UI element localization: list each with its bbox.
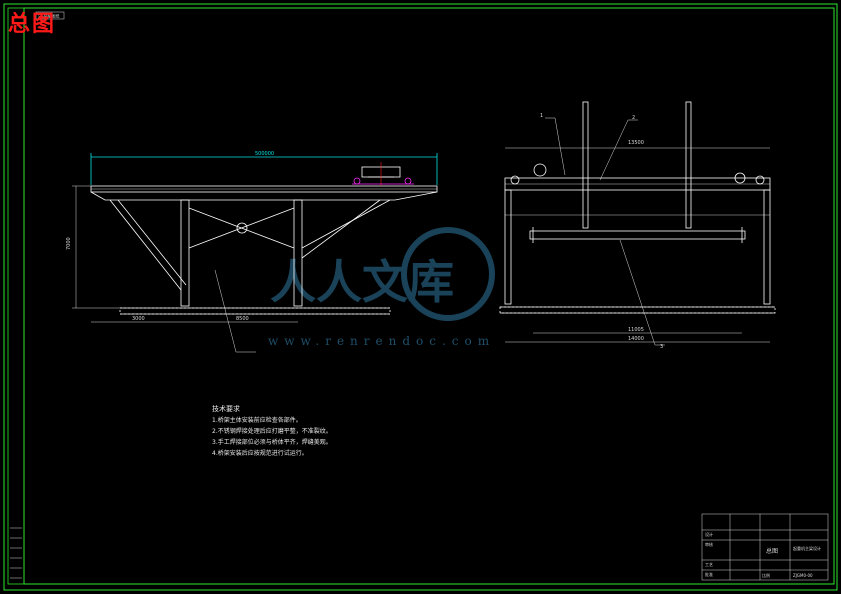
inner-span-label: 11005: [628, 327, 644, 333]
small-tag: 总-装配图纸: [38, 13, 59, 19]
column-right: [293, 199, 303, 307]
tech-note-3: 3.手工焊接部位必须与桥体平齐，焊缝美观。: [212, 439, 332, 446]
right-end-view: [499, 101, 776, 346]
title-block: [701, 513, 829, 581]
column-left: [180, 199, 190, 307]
small-tag-box: [35, 11, 65, 20]
mast-left: [582, 101, 589, 229]
tech-note-2: 2.不锈钢焊接处理后应打磨平整，不准裂纹。: [212, 428, 332, 435]
tb-scale-label: 比例: [762, 572, 770, 578]
title-stamp: 总图: [8, 12, 57, 37]
callout-3: 3: [660, 344, 663, 350]
tb-row-3: 工艺: [705, 562, 713, 567]
tech-notes: 技术要求 1.桥架主体安装前应检查各部件。 2.不锈钢焊接处理后应打磨平整，不准…: [212, 404, 332, 459]
outer-frame: [3, 3, 838, 591]
tb-row-1: 设计: [705, 531, 713, 537]
tech-note-4: 4.桥架安装后应按规范进行试运行。: [212, 450, 308, 457]
tb-project: 起重机主梁设计: [793, 545, 821, 551]
tech-notes-title: 技术要求: [212, 405, 240, 413]
left-elevation-view: [72, 153, 438, 353]
height-dim-label: 7000: [66, 237, 72, 250]
tb-drawing-no: ZJGM0-00: [793, 573, 813, 578]
margin-cells: [10, 527, 22, 579]
lower-beam: [529, 230, 746, 240]
tb-row-2: 审核: [705, 541, 713, 547]
tb-row-4: 批准: [705, 571, 713, 577]
watermark-url: www.renrendoc.com: [268, 334, 496, 348]
overall-length-label: 500000: [255, 151, 274, 157]
callout-2: 2: [632, 115, 635, 121]
mast-right: [685, 101, 692, 229]
outer-span-label: 14000: [628, 336, 644, 342]
tb-drawing-name: 总图: [766, 547, 778, 555]
tech-note-1: 1.桥架主体安装前应检查各部件。: [212, 417, 302, 424]
watermark-logo: 人人文库: [270, 227, 495, 321]
bottom-dim-1: 3000: [132, 316, 145, 322]
binding-strip: [7, 7, 25, 585]
top-span-label: 13500: [628, 140, 644, 146]
bottom-dim-2: 8500: [236, 316, 249, 322]
callout-1: 1: [540, 113, 543, 119]
watermark-text: 人人文库: [270, 255, 454, 309]
